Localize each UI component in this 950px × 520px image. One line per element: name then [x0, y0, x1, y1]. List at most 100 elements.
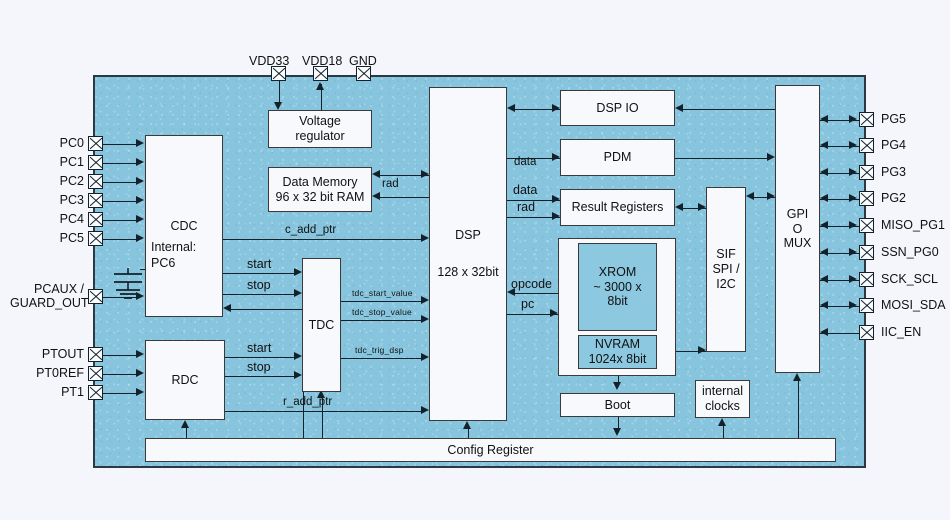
wire-pc5	[103, 238, 139, 240]
block-config-register[interactable]: Config Register	[145, 438, 836, 462]
arrow-sif-gpio-left	[746, 192, 754, 200]
pad-pc3[interactable]	[88, 193, 103, 208]
capacitor-icon	[114, 268, 142, 299]
block-sif-spi-i2c[interactable]: SIF SPI / I2C	[706, 187, 746, 352]
pad-pg4[interactable]	[859, 138, 874, 153]
pad-pcaux-guard-out[interactable]	[88, 289, 103, 304]
block-gpio-mux[interactable]: GPI O MUX	[775, 85, 820, 373]
block-voltage-regulator[interactable]: Voltage regulator	[268, 110, 372, 148]
arrow-config-rdc-up	[181, 420, 189, 428]
arrow-nvram-boot-down	[613, 382, 621, 390]
wire-ptout	[103, 354, 139, 356]
pad-pg5[interactable]	[859, 112, 874, 127]
arrow-pc2	[136, 177, 144, 185]
pin-label-sck-scl: SCK_SCL	[881, 272, 938, 286]
pad-pc2[interactable]	[88, 174, 103, 189]
pad-sck-scl[interactable]	[859, 272, 874, 287]
block-data-memory[interactable]: Data Memory 96 x 32 bit RAM	[268, 167, 372, 212]
pin-label-pg2: PG2	[881, 191, 907, 205]
pad-ssn-pg0[interactable]	[859, 245, 874, 260]
pad-pc4[interactable]	[88, 212, 103, 227]
pin-label-pc1: PC1	[59, 155, 84, 169]
wire-config-clocks	[722, 426, 724, 438]
pad-vdd18[interactable]	[313, 66, 328, 81]
wire-config-tdc	[321, 398, 323, 438]
pin-label-pc0: PC0	[59, 136, 84, 150]
wire-result-sif	[683, 207, 706, 209]
pad-gnd[interactable]	[356, 66, 371, 81]
arrow-dsp-dspio-right	[552, 104, 560, 112]
wire-label-pc: pc	[521, 297, 535, 311]
arrow-stop-rdc	[294, 371, 302, 379]
wire-vdd18	[320, 84, 322, 110]
block-xrom-line2: ~ 3000 x	[593, 279, 642, 294]
wire-stop-cdc	[223, 293, 295, 295]
arrow-pc0	[136, 139, 144, 147]
block-internal-clocks[interactable]: internal clocks	[695, 380, 750, 418]
pin-label-pt1: PT1	[61, 385, 84, 399]
pad-iic-en[interactable]	[859, 325, 874, 340]
arrow-iic-en-left	[820, 328, 828, 336]
pad-ptout[interactable]	[88, 347, 103, 362]
wire-pg4	[820, 145, 859, 147]
block-pdm[interactable]: PDM	[560, 139, 675, 176]
block-boot[interactable]: Boot	[560, 393, 675, 417]
pad-pc0[interactable]	[88, 136, 103, 151]
arrow-pg5-left	[820, 115, 828, 123]
block-internal-clocks-line2: clocks	[705, 399, 740, 413]
pad-pt1[interactable]	[88, 385, 103, 400]
block-nvram-line1: NVRAM	[594, 337, 641, 352]
arrow-config-gpio-up	[793, 373, 801, 381]
pin-label-iic-en: IIC_EN	[881, 325, 922, 339]
wire-pt0ref	[103, 373, 139, 375]
arrow-pcaux	[136, 292, 144, 300]
wire-pc0	[103, 143, 139, 145]
wire-nvram-boot	[617, 369, 619, 384]
arrow-result-sif-right	[698, 203, 706, 211]
block-internal-clocks-line1: internal	[702, 384, 743, 399]
block-pdm-label: PDM	[603, 150, 632, 165]
block-nvram[interactable]: NVRAM 1024x 8bit	[578, 335, 657, 369]
pin-label-pg3: PG3	[881, 165, 907, 179]
block-xrom[interactable]: XROM ~ 3000 x 8bit	[578, 243, 657, 331]
arrow-pg3-left	[820, 168, 828, 176]
arrow-pc3	[136, 196, 144, 204]
wire-pg2	[820, 198, 859, 200]
arrow-dsp-pdm	[552, 153, 560, 161]
wire-label-stop-rdc: stop	[247, 360, 271, 374]
arrow-pg4-left	[820, 141, 828, 149]
block-dsp-line1: DSP	[455, 228, 481, 243]
block-gpio-mux-line1: GPI	[786, 206, 809, 221]
block-cdc[interactable]: CDC	[145, 135, 223, 317]
wire-label-tdc-trig-dsp: tdc_trig_dsp	[355, 345, 404, 355]
block-dsp-io[interactable]: DSP IO	[560, 90, 675, 126]
pad-miso-pg1[interactable]	[859, 218, 874, 233]
pad-pc5[interactable]	[88, 231, 103, 246]
arrow-start-cdc	[294, 268, 302, 276]
block-tdc-label: TDC	[308, 317, 335, 332]
pin-label-pt0ref: PT0REF	[36, 366, 84, 380]
arrow-pg2-left	[820, 194, 828, 202]
pin-label-pc4: PC4	[59, 212, 84, 226]
wire-tdc-start-value	[341, 300, 423, 302]
wire-dsp-dspio	[515, 108, 560, 110]
pad-pt0ref[interactable]	[88, 366, 103, 381]
arrow-boot-config-down	[613, 428, 621, 436]
wire-sif-gpio	[754, 196, 775, 198]
wire-label-start-rdc: start	[247, 341, 272, 355]
block-result-registers[interactable]: Result Registers	[560, 189, 675, 226]
pin-label-ptout: PTOUT	[41, 347, 84, 361]
pad-pg3[interactable]	[859, 165, 874, 180]
pad-mosi-sda[interactable]	[859, 298, 874, 313]
block-dsp[interactable]: DSP 128 x 32bit	[429, 87, 507, 421]
wire-pdm-gpio	[675, 157, 767, 159]
block-rdc[interactable]: RDC	[145, 340, 225, 420]
block-voltage-regulator-line1: Voltage	[299, 114, 341, 129]
pad-vdd33[interactable]	[271, 66, 286, 81]
pad-pc1[interactable]	[88, 155, 103, 170]
arrow-data-dsp	[552, 195, 560, 203]
arrow-data-top-right	[421, 170, 429, 178]
block-tdc[interactable]: TDC	[302, 258, 341, 392]
pad-pg2[interactable]	[859, 191, 874, 206]
